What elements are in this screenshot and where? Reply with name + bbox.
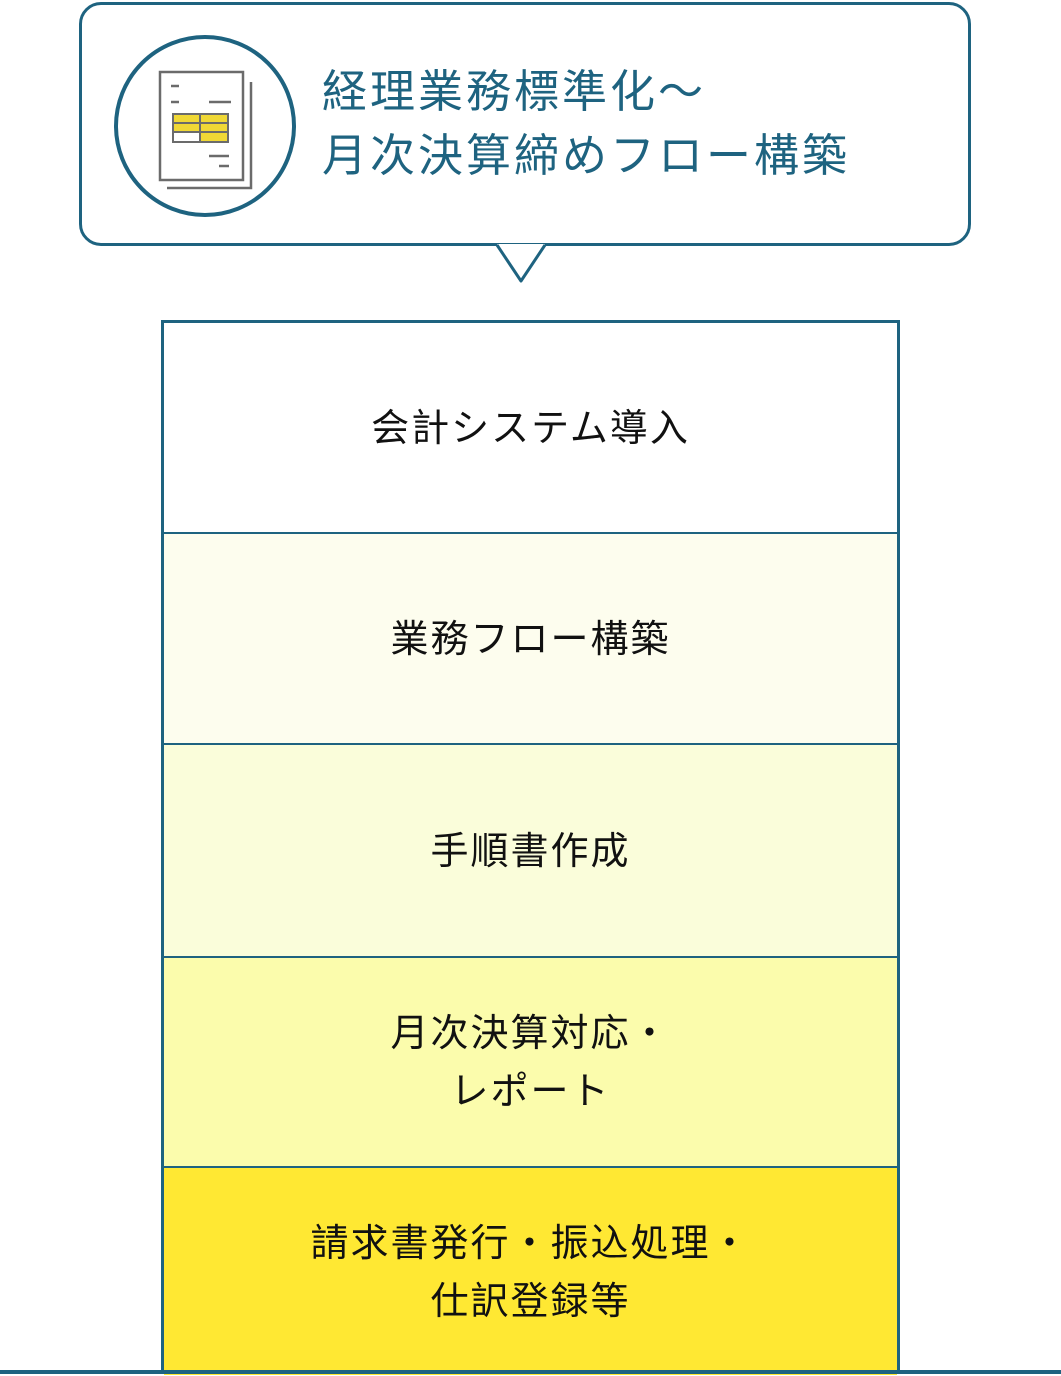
ground-line (0, 1370, 1061, 1374)
level-1: 会計システム導入 (164, 323, 897, 532)
level-4: 月次決算対応・ レポート (164, 956, 897, 1166)
bubble-tail (495, 244, 547, 283)
header-title-line-2: 月次決算締めフロー構築 (322, 129, 851, 182)
level-5: 請求書発行・振込処理・ 仕訳登録等 (164, 1166, 897, 1375)
level-stack: 会計システム導入 業務フロー構築 手順書作成 月次決算対応・ レポート 請求書発… (161, 320, 900, 1375)
level-2: 業務フロー構築 (164, 532, 897, 743)
level-4-label-line-2: レポート (450, 1069, 611, 1113)
document-table-icon (114, 35, 296, 217)
level-1-label: 会計システム導入 (371, 405, 690, 450)
header-title-line-1: 経理業務標準化～ (322, 65, 707, 118)
level-2-label: 業務フロー構築 (390, 616, 671, 661)
header-title: 経理業務標準化～ 月次決算締めフロー構築 (322, 60, 962, 188)
level-3: 手順書作成 (164, 743, 897, 956)
level-5-label-line-1: 請求書発行・振込処理・ (310, 1220, 751, 1265)
level-5-label-line-2: 仕訳登録等 (430, 1278, 631, 1323)
level-4-label-line-1: 月次決算対応・ (390, 1011, 671, 1055)
level-3-label: 手順書作成 (430, 828, 631, 873)
